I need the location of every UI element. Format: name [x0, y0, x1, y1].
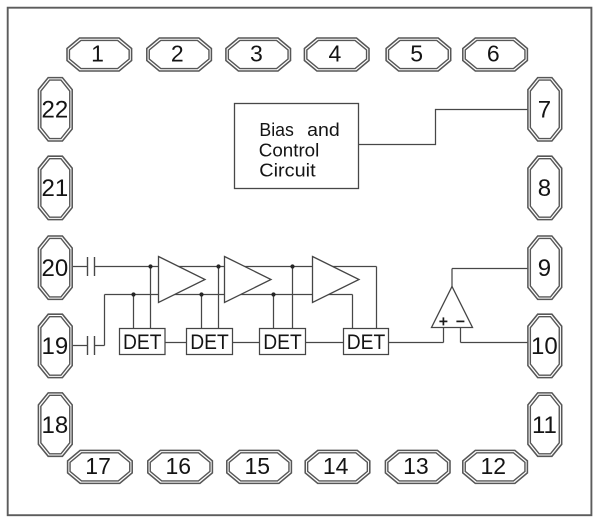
svg-text:20: 20 — [42, 255, 69, 282]
svg-text:15: 15 — [245, 453, 271, 479]
svg-text:Circuit: Circuit — [259, 159, 315, 180]
svg-text:18: 18 — [42, 412, 69, 439]
svg-text:5: 5 — [410, 41, 423, 67]
svg-text:Control: Control — [259, 139, 320, 160]
svg-text:Bias: Bias — [259, 119, 294, 140]
svg-text:14: 14 — [323, 453, 349, 479]
svg-text:DET: DET — [190, 331, 229, 354]
svg-text:8: 8 — [538, 175, 551, 202]
svg-text:6: 6 — [487, 41, 500, 67]
svg-text:21: 21 — [42, 175, 69, 202]
svg-text:and: and — [307, 119, 340, 140]
svg-text:19: 19 — [42, 333, 69, 360]
svg-text:13: 13 — [403, 453, 429, 479]
svg-text:1: 1 — [91, 41, 104, 67]
svg-text:DET: DET — [347, 331, 386, 354]
svg-text:12: 12 — [481, 453, 507, 479]
svg-text:17: 17 — [85, 453, 111, 479]
svg-text:2: 2 — [171, 41, 184, 67]
svg-text:4: 4 — [329, 41, 342, 67]
svg-text:22: 22 — [42, 97, 69, 124]
svg-text:10: 10 — [531, 333, 558, 360]
svg-text:7: 7 — [538, 97, 551, 124]
svg-text:11: 11 — [532, 412, 557, 439]
svg-text:DET: DET — [263, 331, 302, 354]
svg-text:9: 9 — [538, 255, 551, 282]
svg-text:16: 16 — [166, 453, 192, 479]
svg-text:3: 3 — [250, 41, 263, 67]
svg-text:DET: DET — [123, 331, 162, 354]
